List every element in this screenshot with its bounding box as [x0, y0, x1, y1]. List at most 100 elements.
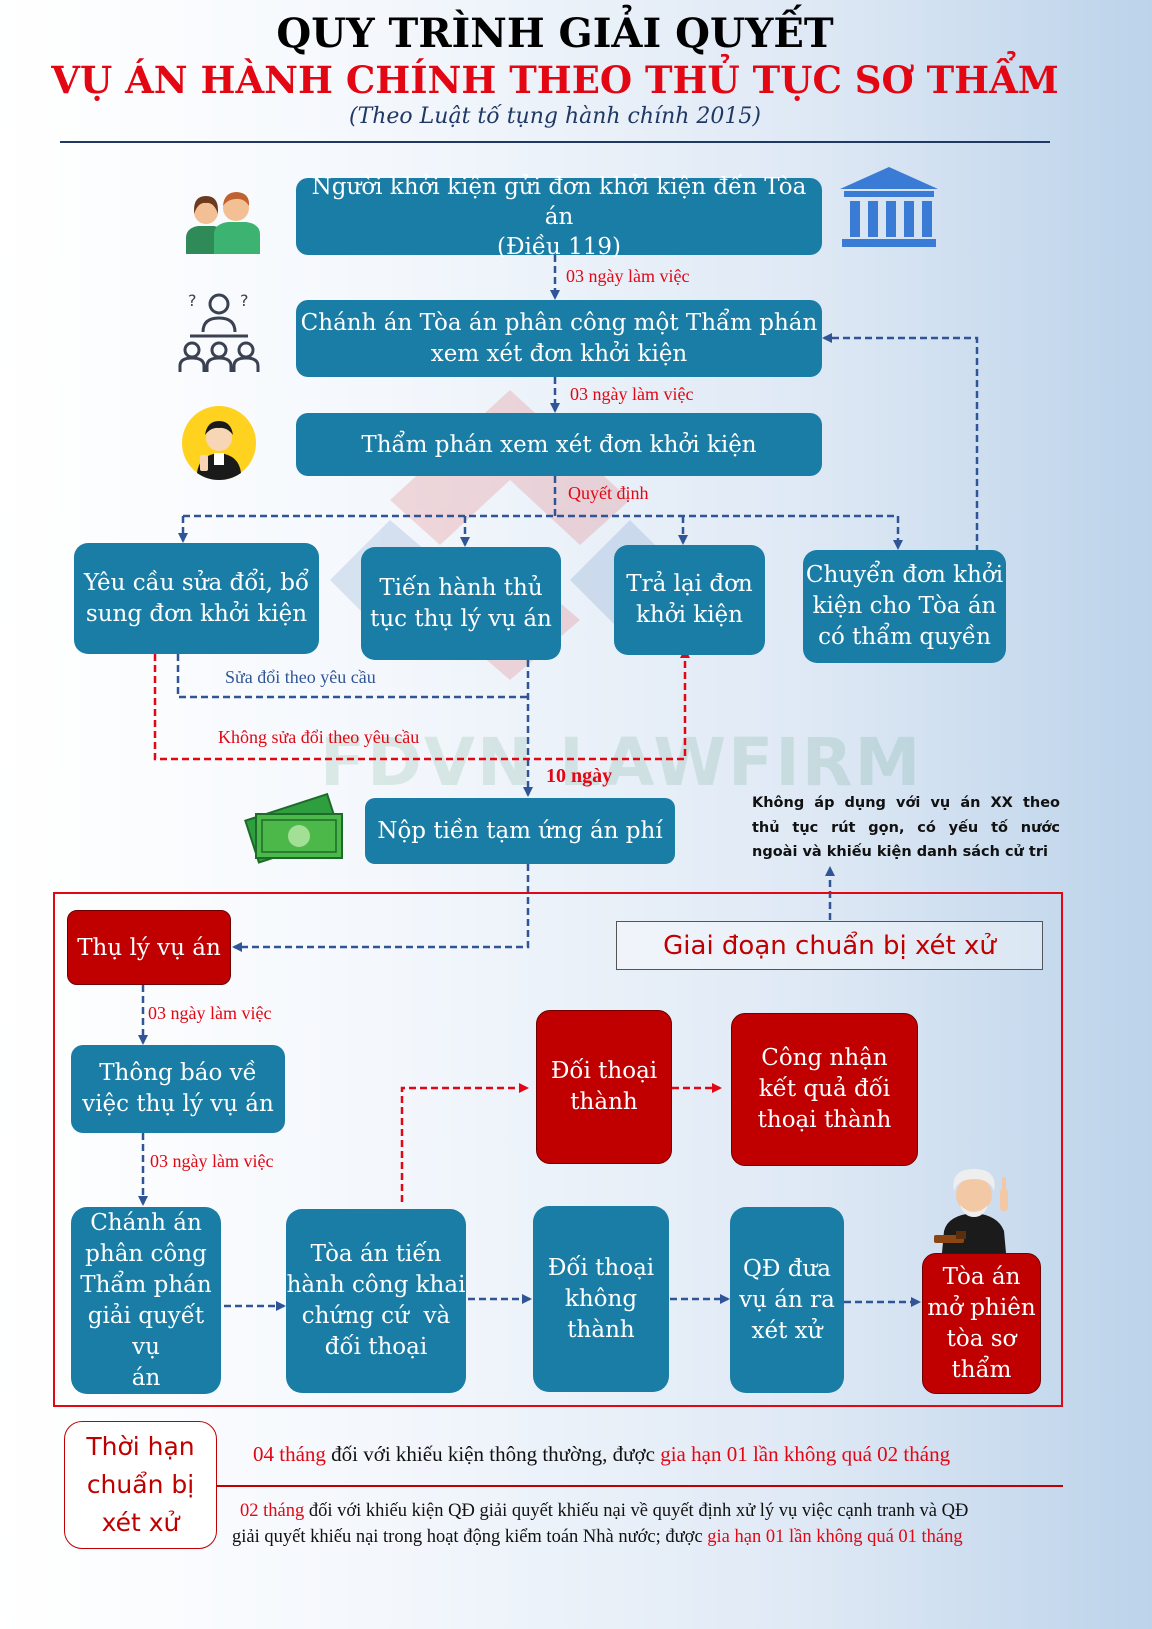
- label-amend-as-requested: Sửa đổi theo yêu cầu: [225, 667, 376, 687]
- step-trial-decision-line3: xét xử: [751, 1317, 823, 1344]
- step-dialogue-fail-line1: Đối thoại: [547, 1254, 655, 1281]
- svg-text:?: ?: [240, 291, 249, 310]
- step-trial-decision: QĐ đưa vụ án ra xét xử: [730, 1207, 844, 1393]
- step-judge-review: Thẩm phán xem xét đơn khởi kiện: [296, 413, 822, 476]
- step-proceed-acceptance: Tiến hành thủ tục thụ lý vụ án: [361, 547, 561, 660]
- step-file-lawsuit-line1: Người khởi kiện gửi đơn khởi kiện đến Tò…: [311, 173, 807, 230]
- label-three-days-3: 03 ngày làm việc: [148, 1003, 272, 1023]
- trial-judge-icon: [934, 1169, 1008, 1253]
- step-notify-line1: Thông báo về: [99, 1060, 257, 1086]
- deadline-title-box: Thời hạn chuẩn bị xét xử: [64, 1421, 217, 1549]
- step-disclose-line4: đối thoại: [324, 1334, 428, 1360]
- label-three-days-1: 03 ngày làm việc: [566, 266, 690, 286]
- step-transfer-line2: kiện cho Tòa án: [812, 593, 997, 619]
- step-open-trial: Tòa án mở phiên tòa sơ thẩm: [922, 1253, 1041, 1394]
- step-trial-decision-line1: QĐ đưa: [743, 1255, 831, 1282]
- step-dialogue-success-line2: thành: [570, 1089, 638, 1115]
- step-dialogue-fail-line2: không: [564, 1285, 638, 1312]
- svg-text:?: ?: [188, 291, 197, 310]
- step-open-trial-line3: tòa sơ: [946, 1325, 1017, 1352]
- prep-stage-frame: [53, 892, 1063, 1407]
- step-accept-case-text: Thụ lý vụ án: [77, 934, 221, 961]
- step-accept-case: Thụ lý vụ án: [67, 910, 231, 985]
- meeting-icon: ? ?: [178, 291, 260, 372]
- note-line2: thủ tục rút gọn, có yếu tố nước: [752, 819, 1060, 836]
- step-chief-assign-line5: án: [131, 1364, 161, 1391]
- deadline-row2-text1: đối với khiếu kiện QĐ giải quyết khiếu n…: [304, 1501, 969, 1521]
- step-request-amend-line2: sung đơn khởi kiện: [85, 600, 308, 627]
- step-chief-assign-line4: giải quyết vụ: [87, 1302, 205, 1360]
- prep-stage-text: Giai đoạn chuẩn bị xét xử: [663, 930, 996, 961]
- step-pay-fee: Nộp tiền tạm ứng án phí: [365, 798, 675, 864]
- courthouse-icon: [840, 167, 938, 247]
- title-line2: VỤ ÁN HÀNH CHÍNH THEO THỦ TỤC SƠ THẨM: [51, 58, 1059, 102]
- step-open-trial-line2: mở phiên: [927, 1294, 1036, 1321]
- step-recognize-line1: Công nhận: [761, 1045, 888, 1071]
- step-proceed-line1: Tiến hành thủ: [379, 574, 543, 601]
- label-ten-days: 10 ngày: [546, 765, 613, 787]
- step-trial-decision-line2: vụ án ra: [739, 1286, 835, 1313]
- step-dialogue-failed: Đối thoại không thành: [533, 1206, 669, 1392]
- step-return-line2: khởi kiện: [636, 602, 743, 628]
- step-transfer-lawsuit: Chuyển đơn khởi kiện cho Tòa án có thẩm …: [803, 550, 1006, 663]
- step-chief-assign-line1: Chánh án: [90, 1209, 202, 1236]
- step-chief-assign: Chánh án phân công Thẩm phán giải quyết …: [71, 1207, 221, 1394]
- step-disclose-line3: chứng cứ và: [301, 1303, 451, 1329]
- label-decision: Quyết định: [568, 483, 649, 503]
- deadline-row1-text: đối với khiếu kiện thông thường, được: [325, 1442, 661, 1466]
- step-notify-acceptance: Thông báo về việc thụ lý vụ án: [71, 1045, 285, 1133]
- step-request-amend: Yêu cầu sửa đổi, bổ sung đơn khởi kiện: [74, 543, 319, 654]
- step-return-lawsuit: Trả lại đơn khởi kiện: [614, 545, 765, 655]
- deadline-row2-extension: gia hạn 01 lần không quá 01 tháng: [707, 1527, 963, 1547]
- step-disclose-line1: Tòa án tiến: [310, 1241, 442, 1267]
- note-line1: Không áp dụng với vụ án XX theo: [752, 795, 1060, 811]
- step-disclose-line2: hành công khai: [286, 1272, 466, 1298]
- people-icon: [186, 192, 260, 254]
- money-icon: [244, 792, 343, 864]
- step-dialogue-fail-line3: thành: [567, 1316, 635, 1343]
- watermark-text: FDVN LAWFIRM: [320, 724, 923, 801]
- note-exclusion: Không áp dụng với vụ án XX theo thủ tục …: [752, 791, 1060, 865]
- step-file-lawsuit-line2: (Điều 119): [496, 233, 622, 260]
- label-three-days-4: 03 ngày làm việc: [150, 1151, 274, 1171]
- step-transfer-line1: Chuyển đơn khởi: [805, 562, 1004, 588]
- deadline-divider: [217, 1485, 1063, 1487]
- deadline-row2-period: 02 tháng: [240, 1501, 305, 1521]
- subtitle: (Theo Luật tố tụng hành chính 2015): [348, 104, 761, 129]
- judge-icon: [182, 406, 256, 480]
- deadline-title-line3: xét xử: [101, 1508, 180, 1537]
- step-open-trial-line4: thẩm: [951, 1356, 1012, 1383]
- step-dialogue-success: Đối thoại thành: [536, 1010, 672, 1164]
- step-chief-assign-line2: phân công: [85, 1240, 207, 1267]
- step-assign-judge-line2: xem xét đơn khởi kiện: [430, 340, 688, 367]
- step-assign-judge: Chánh án Tòa án phân công một Thẩm phán …: [296, 300, 822, 377]
- step-recognize-line2: kết quả đối: [758, 1076, 891, 1102]
- step-disclose-evidence: Tòa án tiến hành công khai chứng cứ và đ…: [286, 1209, 466, 1393]
- step-dialogue-success-line1: Đối thoại: [550, 1058, 658, 1084]
- header-divider: [60, 141, 1050, 143]
- label-not-amend: Không sửa đổi theo yêu cầu: [218, 727, 420, 747]
- step-proceed-line2: tục thụ lý vụ án: [370, 605, 552, 632]
- prep-stage-label: Giai đoạn chuẩn bị xét xử: [616, 921, 1043, 970]
- step-recognize-result: Công nhận kết quả đối thoại thành: [731, 1013, 918, 1166]
- title-line1: QUY TRÌNH GIẢI QUYẾT: [276, 10, 834, 57]
- step-return-line1: Trả lại đơn: [626, 571, 753, 597]
- deadline-row1: 04 tháng đối với khiếu kiện thông thường…: [253, 1442, 950, 1467]
- step-file-lawsuit: Người khởi kiện gửi đơn khởi kiện đến Tò…: [296, 174, 822, 260]
- step-open-trial-line1: Tòa án: [942, 1263, 1021, 1290]
- deadline-row1-period: 04 tháng: [253, 1442, 326, 1466]
- step-request-amend-line1: Yêu cầu sửa đổi, bổ: [83, 569, 310, 596]
- deadline-row2: 02 tháng đối với khiếu kiện QĐ giải quyế…: [232, 1498, 1092, 1550]
- deadline-row2-text2: giải quyết khiếu nại trong hoạt động kiể…: [232, 1527, 708, 1547]
- step-pay-fee-text: Nộp tiền tạm ứng án phí: [377, 818, 663, 844]
- step-recognize-line3: thoại thành: [757, 1107, 892, 1133]
- step-assign-judge-line1: Chánh án Tòa án phân công một Thẩm phán: [300, 309, 818, 336]
- label-three-days-2: 03 ngày làm việc: [570, 384, 694, 404]
- deadline-title-line1: Thời hạn: [86, 1432, 195, 1461]
- deadline-title-line2: chuẩn bị: [86, 1470, 195, 1499]
- step-notify-line2: việc thụ lý vụ án: [82, 1091, 274, 1117]
- step-chief-assign-line3: Thẩm phán: [80, 1271, 212, 1298]
- deadline-row1-extension: gia hạn 01 lần không quá 02 tháng: [660, 1442, 951, 1466]
- note-line3: ngoài và khiếu kiện danh sách cử tri: [752, 844, 1048, 860]
